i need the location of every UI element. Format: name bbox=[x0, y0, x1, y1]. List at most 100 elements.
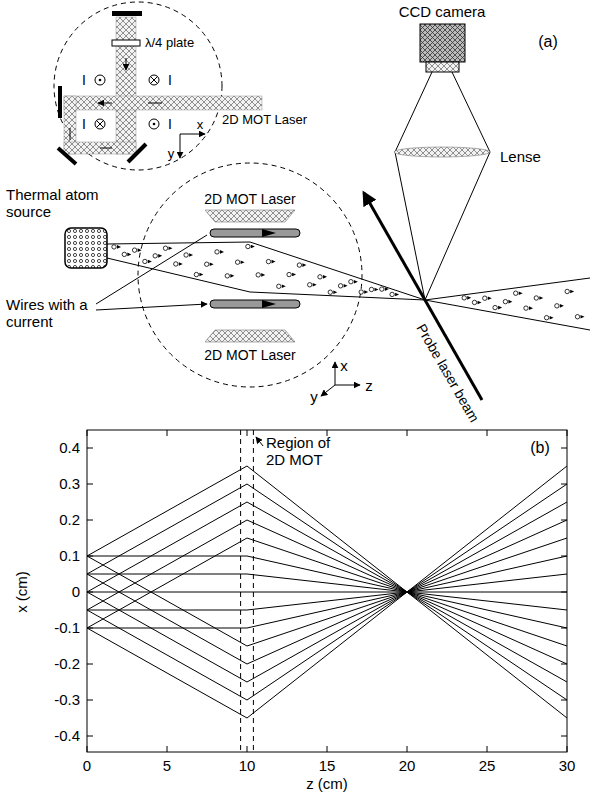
laser-label: 2D MOT Laser bbox=[222, 113, 307, 128]
beam-label: Probe laser beam bbox=[413, 321, 482, 425]
ccd-camera bbox=[394, 24, 490, 300]
tick-label: -0.1 bbox=[54, 619, 80, 636]
atom-source bbox=[65, 228, 107, 268]
drawing-stroke bbox=[385, 287, 389, 291]
drawing-stroke bbox=[514, 291, 523, 295]
drawing-stroke bbox=[256, 273, 260, 277]
drawing-stroke bbox=[87, 574, 567, 610]
tick-label: -0.2 bbox=[54, 655, 80, 672]
drawing-stroke bbox=[132, 248, 136, 252]
drawing-stroke bbox=[261, 273, 265, 277]
tick-label: 10 bbox=[239, 757, 256, 774]
drawing-stroke bbox=[277, 284, 286, 288]
drawing-stroke bbox=[112, 40, 140, 46]
drawing-stroke bbox=[395, 293, 399, 297]
drawing-stroke bbox=[534, 296, 543, 300]
drawing-stroke bbox=[359, 290, 368, 294]
drawing-stroke bbox=[184, 253, 193, 257]
drawing-stroke bbox=[58, 86, 62, 118]
drawing-stroke bbox=[97, 121, 104, 128]
part-label: Wires with a current bbox=[6, 296, 102, 331]
drawing-stroke bbox=[153, 254, 162, 258]
drawing-stroke bbox=[87, 736, 93, 737]
drawing-stroke bbox=[292, 273, 296, 277]
tick-label: -0.4 bbox=[54, 727, 80, 744]
drawing-stroke bbox=[112, 11, 142, 16]
drawing-stroke bbox=[158, 254, 162, 258]
drawing-stroke bbox=[327, 746, 328, 752]
drawing-stroke bbox=[87, 574, 567, 610]
tick-label: 25 bbox=[479, 757, 496, 774]
drawing-stroke bbox=[575, 315, 584, 319]
inset-2d-mot bbox=[138, 163, 362, 387]
drawing-stroke bbox=[394, 147, 490, 157]
drawing-stroke bbox=[112, 245, 121, 249]
drawing-stroke bbox=[194, 272, 198, 276]
drawing-stroke bbox=[561, 448, 567, 449]
drawing-stroke bbox=[478, 301, 482, 305]
tick-label: 20 bbox=[399, 757, 416, 774]
drawing-stroke bbox=[87, 430, 567, 752]
drawing-stroke bbox=[555, 304, 564, 308]
tick-label: 0 bbox=[83, 757, 91, 774]
drawing-stroke bbox=[247, 430, 248, 436]
drawing-stroke bbox=[565, 289, 574, 293]
drawing-stroke bbox=[335, 385, 360, 386]
drawing-stroke bbox=[210, 300, 300, 308]
drawing-stroke bbox=[328, 290, 337, 294]
drawing-stroke bbox=[390, 292, 399, 296]
part-label: Lense bbox=[500, 148, 541, 165]
drawing-stroke bbox=[277, 284, 281, 288]
drawing-stroke bbox=[524, 306, 533, 310]
drawing-stroke bbox=[503, 299, 507, 303]
drawing-stroke bbox=[581, 315, 585, 319]
drawing-stroke bbox=[567, 430, 568, 436]
laser-label: 2D MOT Laser bbox=[204, 191, 296, 207]
current-label: I bbox=[82, 116, 86, 132]
drawing-stroke bbox=[544, 315, 553, 319]
drawing-stroke bbox=[128, 144, 146, 162]
drawing-stroke bbox=[407, 746, 408, 752]
drawing-stroke bbox=[194, 272, 203, 276]
axis-label: y bbox=[310, 388, 318, 405]
drawing-stroke bbox=[323, 275, 327, 279]
drawing-stroke bbox=[87, 430, 88, 436]
drawing-stroke bbox=[167, 430, 168, 436]
drawing-stroke bbox=[87, 556, 567, 628]
drawing-stroke bbox=[561, 736, 567, 737]
drawing-stroke bbox=[462, 296, 466, 300]
drawing-stroke bbox=[122, 252, 131, 256]
drawing-stroke bbox=[335, 362, 336, 385]
drawing-stroke bbox=[87, 520, 93, 521]
drawing-stroke bbox=[138, 163, 362, 387]
atoms bbox=[112, 244, 585, 320]
drawing-stroke bbox=[205, 262, 214, 266]
device-label: CCD camera bbox=[399, 3, 486, 20]
tick-label: -0.3 bbox=[54, 691, 80, 708]
drawing-stroke bbox=[529, 306, 533, 310]
drawing-stroke bbox=[567, 746, 568, 752]
drawing-stroke bbox=[230, 274, 234, 278]
inset-top bbox=[54, 2, 262, 170]
probe-beam bbox=[364, 193, 482, 400]
drawing-stroke bbox=[54, 2, 222, 170]
drawing-stroke bbox=[87, 556, 567, 628]
drawing-stroke bbox=[184, 253, 188, 257]
drawing-stroke bbox=[514, 291, 518, 295]
drawing-stroke bbox=[215, 250, 224, 254]
drawing-stroke bbox=[338, 284, 342, 288]
drawing-stroke bbox=[235, 260, 239, 264]
drawing-stroke bbox=[235, 260, 244, 264]
drawing-stroke bbox=[575, 315, 579, 319]
drawing-stroke bbox=[369, 287, 378, 291]
drawing-stroke bbox=[395, 72, 490, 300]
atom-beam bbox=[107, 242, 590, 330]
drawing-stroke bbox=[266, 259, 275, 263]
drawing-stroke bbox=[534, 296, 538, 300]
drawing-stroke bbox=[253, 430, 254, 752]
drawing-stroke bbox=[472, 300, 481, 304]
axis-label: x bbox=[340, 357, 348, 374]
drawing-stroke bbox=[308, 283, 317, 287]
tick-label: 30 bbox=[559, 757, 576, 774]
drawing-stroke bbox=[143, 259, 147, 263]
